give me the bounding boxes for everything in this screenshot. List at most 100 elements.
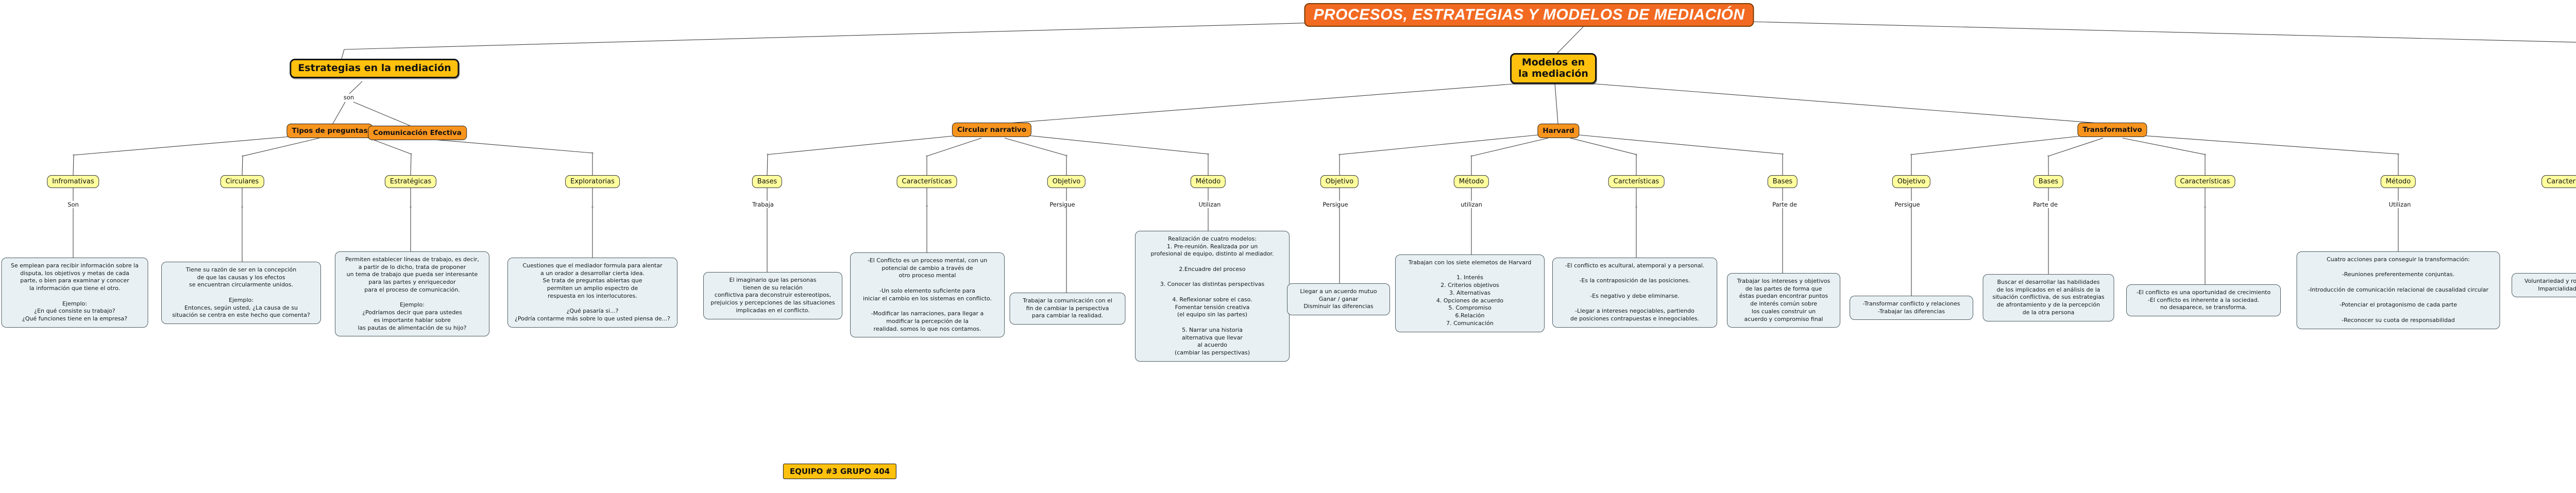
leaf-cn-metodo[interactable]: Método bbox=[1190, 175, 1226, 188]
connection-handle-dot bbox=[2397, 153, 2399, 155]
branch-tipos-de-preguntas[interactable]: Tipos de preguntas bbox=[286, 124, 373, 138]
leaf-h-carcteristicas[interactable]: Carcterísticas bbox=[1608, 175, 1665, 188]
note-t-metodo[interactable]: Cuatro acciones para conseguir la transf… bbox=[2296, 251, 2500, 329]
connection-handle-dot bbox=[2204, 154, 2206, 156]
leaf-t-objetivo[interactable]: Objetivo bbox=[1892, 175, 1931, 188]
note-h-objetivo[interactable]: Llegar a un acuerdo mutuo Ganar / ganar … bbox=[1287, 283, 1390, 316]
branch-transformativo[interactable]: Transformativo bbox=[2077, 123, 2147, 137]
map-title[interactable]: PROCESOS, ESTRATEGIAS Y MODELOS DE MEDIA… bbox=[1304, 3, 1754, 27]
connection-handle-dot bbox=[1207, 153, 1209, 155]
connector-line bbox=[2133, 134, 2399, 175]
leaf-h-objetivo[interactable]: Objetivo bbox=[1320, 175, 1359, 188]
note-h-metodo[interactable]: Trabajan con los siete elemetos de Harva… bbox=[1395, 254, 1545, 332]
note-estrategicas[interactable]: Permiten establecer líneas de trabajo, e… bbox=[335, 251, 489, 337]
connection-handle-dot bbox=[926, 155, 928, 157]
connector-line bbox=[1556, 25, 1585, 54]
connector-line bbox=[767, 134, 964, 176]
connector-line bbox=[1911, 134, 2091, 175]
connector-line bbox=[353, 101, 411, 126]
connection-handle-dot bbox=[1338, 154, 1341, 156]
leaf-exploratorias[interactable]: Exploratorias bbox=[565, 175, 620, 188]
leaf-cn-bases[interactable]: Bases bbox=[752, 175, 783, 188]
label-persigue-cn[interactable]: Persigue bbox=[1048, 201, 1077, 208]
connection-handle-dot bbox=[242, 155, 244, 157]
badge-equipo[interactable]: EQUIPO #3 GRUPO 404 bbox=[783, 464, 897, 479]
leaf-h-bases[interactable]: Bases bbox=[1767, 175, 1798, 188]
note-t-objetivo[interactable]: -Transformar conflicto y relaciones -Tra… bbox=[1850, 296, 1973, 320]
connection-handle-dot bbox=[241, 206, 243, 208]
branch-harvard[interactable]: Harvard bbox=[1537, 124, 1580, 138]
connector-line bbox=[349, 81, 363, 94]
connector-line bbox=[73, 134, 310, 176]
connector-line bbox=[360, 134, 412, 176]
connector-line bbox=[1471, 138, 1549, 175]
label-parte-de-t[interactable]: Parte de bbox=[2031, 201, 2059, 208]
leaf-h-metodo[interactable]: Método bbox=[1453, 175, 1489, 188]
connector-line bbox=[1570, 138, 1637, 175]
label-son-infromativas[interactable]: Son bbox=[66, 201, 80, 208]
topic-estrategias[interactable]: Estrategias en la mediación bbox=[290, 59, 460, 78]
connection-handle-dot bbox=[2047, 155, 2049, 157]
connector-line bbox=[341, 20, 1393, 59]
connection-handle-dot bbox=[410, 206, 412, 208]
connection-handle-dot bbox=[73, 154, 75, 156]
note-exploratorias[interactable]: Cuestiones que el mediador formula para … bbox=[507, 258, 677, 328]
connector-line bbox=[1002, 83, 1520, 124]
connection-handle-dot bbox=[591, 152, 594, 154]
connector-line bbox=[926, 138, 982, 175]
label-trabaja[interactable]: Trabaja bbox=[751, 201, 775, 208]
connector-line bbox=[332, 101, 346, 124]
connection-handle-dot bbox=[767, 154, 769, 156]
note-h-bases[interactable]: Trabajar los intereses y objetivos de la… bbox=[1727, 273, 1840, 328]
connector-line bbox=[427, 139, 593, 175]
connector-line bbox=[1022, 134, 1209, 175]
label-parte-de-h[interactable]: Parte de bbox=[1771, 201, 1799, 208]
note-infromativas[interactable]: Se emplean para recibir información sobr… bbox=[1, 258, 148, 328]
connector-line bbox=[242, 138, 320, 176]
connector-line bbox=[1666, 19, 2576, 43]
connection-handle-dot bbox=[1635, 154, 1637, 156]
connector-line bbox=[1554, 83, 1558, 124]
note-cn-metodo[interactable]: Realización de cuatro modelos: 1. Pre-re… bbox=[1135, 231, 1290, 362]
label-persigue-t[interactable]: Persigue bbox=[1893, 201, 1922, 208]
label-son-estrategias[interactable]: son bbox=[342, 94, 356, 101]
connection-handle-dot bbox=[1782, 153, 1784, 155]
connector-line bbox=[1579, 134, 1783, 175]
connector-line bbox=[1004, 138, 1067, 175]
leaf-caracteristica-mediacion[interactable]: Caracteristica de la mediación bbox=[2541, 175, 2576, 188]
leaf-t-caracteristicas[interactable]: Características bbox=[2175, 175, 2235, 188]
connection-handle-dot bbox=[410, 153, 412, 155]
connection-handle-dot bbox=[1635, 206, 1637, 208]
leaf-t-bases[interactable]: Bases bbox=[2033, 175, 2064, 188]
connection-handle-dot bbox=[591, 206, 594, 208]
leaf-cn-objetivo[interactable]: Objetivo bbox=[1047, 175, 1086, 188]
note-cn-caracteristicas[interactable]: -El Conflicto es un proceso mental, con … bbox=[850, 252, 1005, 338]
leaf-circulares[interactable]: Circulares bbox=[220, 175, 264, 188]
leaf-t-metodo[interactable]: Método bbox=[2380, 175, 2416, 188]
connection-handle-dot bbox=[1065, 155, 1067, 157]
leaf-infromativas[interactable]: Infromativas bbox=[47, 175, 99, 188]
connection-handle-dot bbox=[1470, 155, 1472, 157]
branch-comunicacion-efectiva[interactable]: Comunicación Efectiva bbox=[368, 126, 467, 140]
topic-modelos[interactable]: Modelos en la mediación bbox=[1510, 53, 1597, 84]
connector-line bbox=[1339, 134, 1538, 175]
note-caracteristica-mediacion[interactable]: Voluntariedad y rogación de las partes e… bbox=[2512, 273, 2576, 298]
note-t-bases[interactable]: Buscar el desarrollar las habilidades de… bbox=[1982, 274, 2114, 321]
connection-handle-dot bbox=[2204, 206, 2206, 208]
label-utilizan-cn[interactable]: Utilizan bbox=[1197, 201, 1223, 208]
note-cn-bases[interactable]: El imaginario que las personas tienen de… bbox=[703, 272, 842, 319]
connection-handle-dot bbox=[1910, 154, 1912, 156]
label-utilizan-t[interactable]: Utilizan bbox=[2387, 201, 2413, 208]
label-persigue-h[interactable]: Persigue bbox=[1321, 201, 1350, 208]
leaf-cn-caracteristicas[interactable]: Características bbox=[896, 175, 957, 188]
note-circulares[interactable]: Tiene su razón de ser en la concepción d… bbox=[161, 262, 321, 325]
note-h-carcteristicas[interactable]: -El conflicto es acultural, atemporal y … bbox=[1552, 258, 1717, 328]
connector-line bbox=[2122, 138, 2206, 175]
leaf-estrategicas[interactable]: Estratégicas bbox=[384, 175, 437, 188]
branch-circular-narrativo[interactable]: Circular narrativo bbox=[952, 123, 1032, 137]
note-cn-objetivo[interactable]: Trabajar la comunicación con el fin de c… bbox=[1009, 293, 1126, 325]
note-t-caracteristicas[interactable]: -El conflicto es una oportunidad de crec… bbox=[2126, 284, 2281, 317]
label-utilizan-h[interactable]: utilizan bbox=[1459, 201, 1484, 208]
